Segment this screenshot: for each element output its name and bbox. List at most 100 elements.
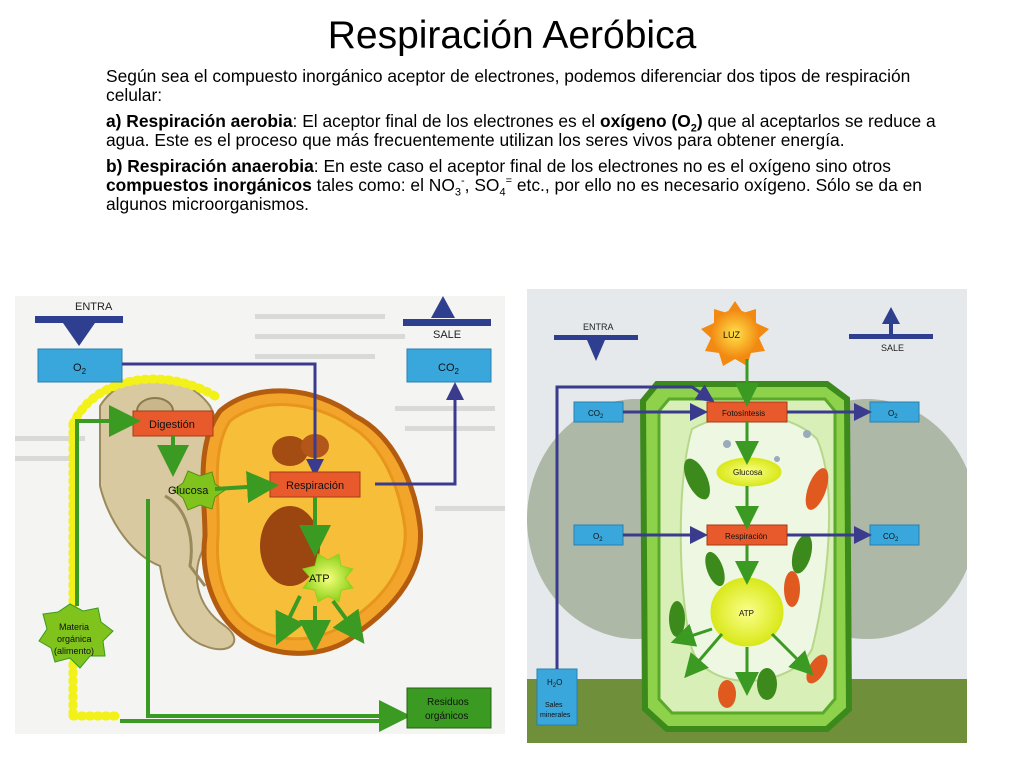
respiracion-to-co2-arrow bbox=[375, 382, 464, 486]
entra-label-right: ENTRA bbox=[583, 322, 614, 332]
no3-superscript: - bbox=[461, 175, 465, 188]
co2-out-label: CO bbox=[883, 532, 895, 541]
navy-flow-arrows bbox=[555, 384, 872, 669]
sales-label-2: minerales bbox=[540, 712, 571, 719]
co2-label: CO bbox=[438, 362, 455, 374]
glucosa-node: Glucosa bbox=[168, 470, 226, 511]
residuos-label-1: Residuos bbox=[427, 697, 469, 708]
oxygen-subscript: 2 bbox=[690, 122, 697, 135]
oxygen-close: ) bbox=[696, 110, 703, 131]
entra-label: ENTRA bbox=[75, 301, 113, 313]
o2-out-label: O bbox=[888, 409, 894, 418]
fotosintesis-box: Fotosíntesis bbox=[706, 401, 788, 423]
compounds-term: compuestos inorgánicos bbox=[106, 175, 312, 196]
oxygen-term: oxígeno (O2) bbox=[599, 110, 703, 135]
organelle-1 bbox=[272, 436, 308, 466]
residuos-label-2: orgánicos bbox=[425, 711, 468, 722]
slide-title: Respiración Aeróbica bbox=[327, 14, 697, 57]
down-arrow-icon bbox=[63, 323, 95, 346]
h2o-sales-box: H2O Sales minerales bbox=[536, 668, 578, 726]
down-arrow-icon bbox=[587, 340, 605, 361]
luz-label: LUZ bbox=[723, 330, 741, 340]
co2-box: CO2 bbox=[406, 348, 492, 383]
residuos-box: Residuos orgánicos bbox=[406, 687, 492, 729]
svg-text:CO2: CO2 bbox=[438, 362, 460, 376]
green-flow-arrows bbox=[75, 405, 411, 732]
sun-icon: LUZ bbox=[701, 301, 769, 366]
no3-subscript: 3 bbox=[454, 186, 461, 199]
o2-out-box: O2 bbox=[869, 401, 920, 423]
co2-in-subscript: 2 bbox=[600, 414, 604, 420]
o2-in-subscript: 2 bbox=[599, 537, 603, 543]
yellow-dotted-outline bbox=[68, 374, 220, 721]
aerobic-term: a) Respiración aerobia bbox=[106, 110, 293, 131]
glucosa-node-right: Glucosa bbox=[716, 457, 782, 487]
animal-respiration-diagram: ENTRA SALE O2 CO2 Digestión bbox=[15, 296, 505, 734]
atp-label: ATP bbox=[309, 573, 330, 585]
anaerobic-text-4: etc., por ello no es necesario oxígeno. … bbox=[106, 175, 922, 215]
o2-label: O bbox=[73, 362, 82, 374]
materia-label-1: Materia bbox=[59, 622, 89, 632]
svg-text:CO2: CO2 bbox=[883, 532, 899, 543]
faded-background-lines bbox=[15, 314, 505, 511]
sale-marker-right: SALE bbox=[849, 307, 933, 353]
sale-marker: SALE bbox=[403, 296, 491, 341]
anaerobic-text-3: , SO bbox=[464, 175, 500, 196]
h2o-label: H bbox=[547, 678, 553, 687]
entra-marker: ENTRA bbox=[35, 301, 123, 346]
oxygen-label: oxígeno (O bbox=[599, 110, 691, 131]
o2-box: O2 bbox=[37, 348, 123, 383]
anaerobic-paragraph: b) Respiración anaerobia: En este caso e… bbox=[106, 155, 966, 215]
sales-label-1: Sales bbox=[545, 702, 563, 709]
svg-text:H2O: H2O bbox=[547, 678, 562, 689]
aerobic-text-2: que al aceptarlos se reduce a agua. Este… bbox=[106, 110, 936, 151]
so4-subscript: 4 bbox=[499, 186, 506, 199]
entra-marker-right: ENTRA bbox=[554, 322, 638, 361]
h2o-subscript: 2 bbox=[553, 683, 557, 689]
fotosintesis-label: Fotosíntesis bbox=[722, 409, 765, 418]
respiracion-label: Respiración bbox=[286, 480, 344, 492]
digestion-label: Digestión bbox=[149, 419, 195, 431]
svg-text:O2: O2 bbox=[73, 362, 87, 376]
aerobic-paragraph: a) Respiración aerobia: El aceptor final… bbox=[106, 110, 966, 151]
materia-organica-node: Materia orgánica (alimento) bbox=[38, 603, 114, 669]
glucosa-label-right: Glucosa bbox=[733, 468, 763, 477]
h2o-label-end: O bbox=[556, 678, 562, 687]
aerobic-text-1: : El aceptor final de los electrones es … bbox=[292, 110, 600, 131]
co2-in-label: CO bbox=[588, 409, 600, 418]
materia-label-3: (alimento) bbox=[54, 646, 94, 656]
intro-paragraph: Según sea el compuesto inorgánico acepto… bbox=[106, 66, 911, 106]
up-arrow-icon bbox=[882, 307, 900, 324]
o2-out-subscript: 2 bbox=[894, 414, 898, 420]
svg-text:CO2: CO2 bbox=[588, 409, 604, 420]
digestion-box: Digestión bbox=[132, 410, 214, 437]
atp-node: ATP bbox=[302, 553, 354, 603]
materia-label-2: orgánica bbox=[57, 634, 92, 644]
co2-out-subscript: 2 bbox=[895, 537, 899, 543]
green-flow-arrows-right bbox=[670, 359, 814, 696]
sale-label-right: SALE bbox=[881, 343, 904, 353]
plant-respiration-diagram: ENTRA SALE LUZ CO2 Fotosíntesis O2 bbox=[527, 289, 967, 743]
animal-diagram-svg: ENTRA SALE O2 CO2 Digestión bbox=[15, 296, 505, 732]
respiracion-box: Respiración bbox=[269, 471, 361, 498]
slide-body: Según sea el compuesto inorgánico acepto… bbox=[106, 66, 966, 221]
up-arrow-icon bbox=[431, 296, 455, 318]
o2-subscript: 2 bbox=[82, 367, 87, 376]
atp-label-right: ATP bbox=[739, 609, 754, 618]
svg-text:O2: O2 bbox=[593, 532, 603, 543]
svg-text:O2: O2 bbox=[888, 409, 898, 420]
co2-subscript: 2 bbox=[455, 367, 460, 376]
glucosa-label: Glucosa bbox=[168, 485, 209, 497]
plant-diagram-svg: ENTRA SALE LUZ CO2 Fotosíntesis O2 bbox=[527, 289, 967, 743]
anaerobic-text-1: : En este caso el aceptor final de los e… bbox=[313, 155, 891, 176]
co2-in-box: CO2 bbox=[573, 401, 624, 423]
o2-in-label: O bbox=[593, 532, 599, 541]
anaerobic-text-2: tales como: el NO bbox=[311, 175, 455, 196]
o2-in-box: O2 bbox=[573, 524, 624, 546]
o2-to-respiracion-arrow bbox=[122, 362, 324, 477]
anaerobic-term: b) Respiración anaerobia bbox=[106, 155, 314, 176]
respiracion-box-right: Respiración bbox=[706, 524, 788, 546]
so4-superscript: = bbox=[505, 175, 513, 188]
respiracion-label-right: Respiración bbox=[725, 532, 767, 541]
sale-label: SALE bbox=[433, 329, 461, 341]
